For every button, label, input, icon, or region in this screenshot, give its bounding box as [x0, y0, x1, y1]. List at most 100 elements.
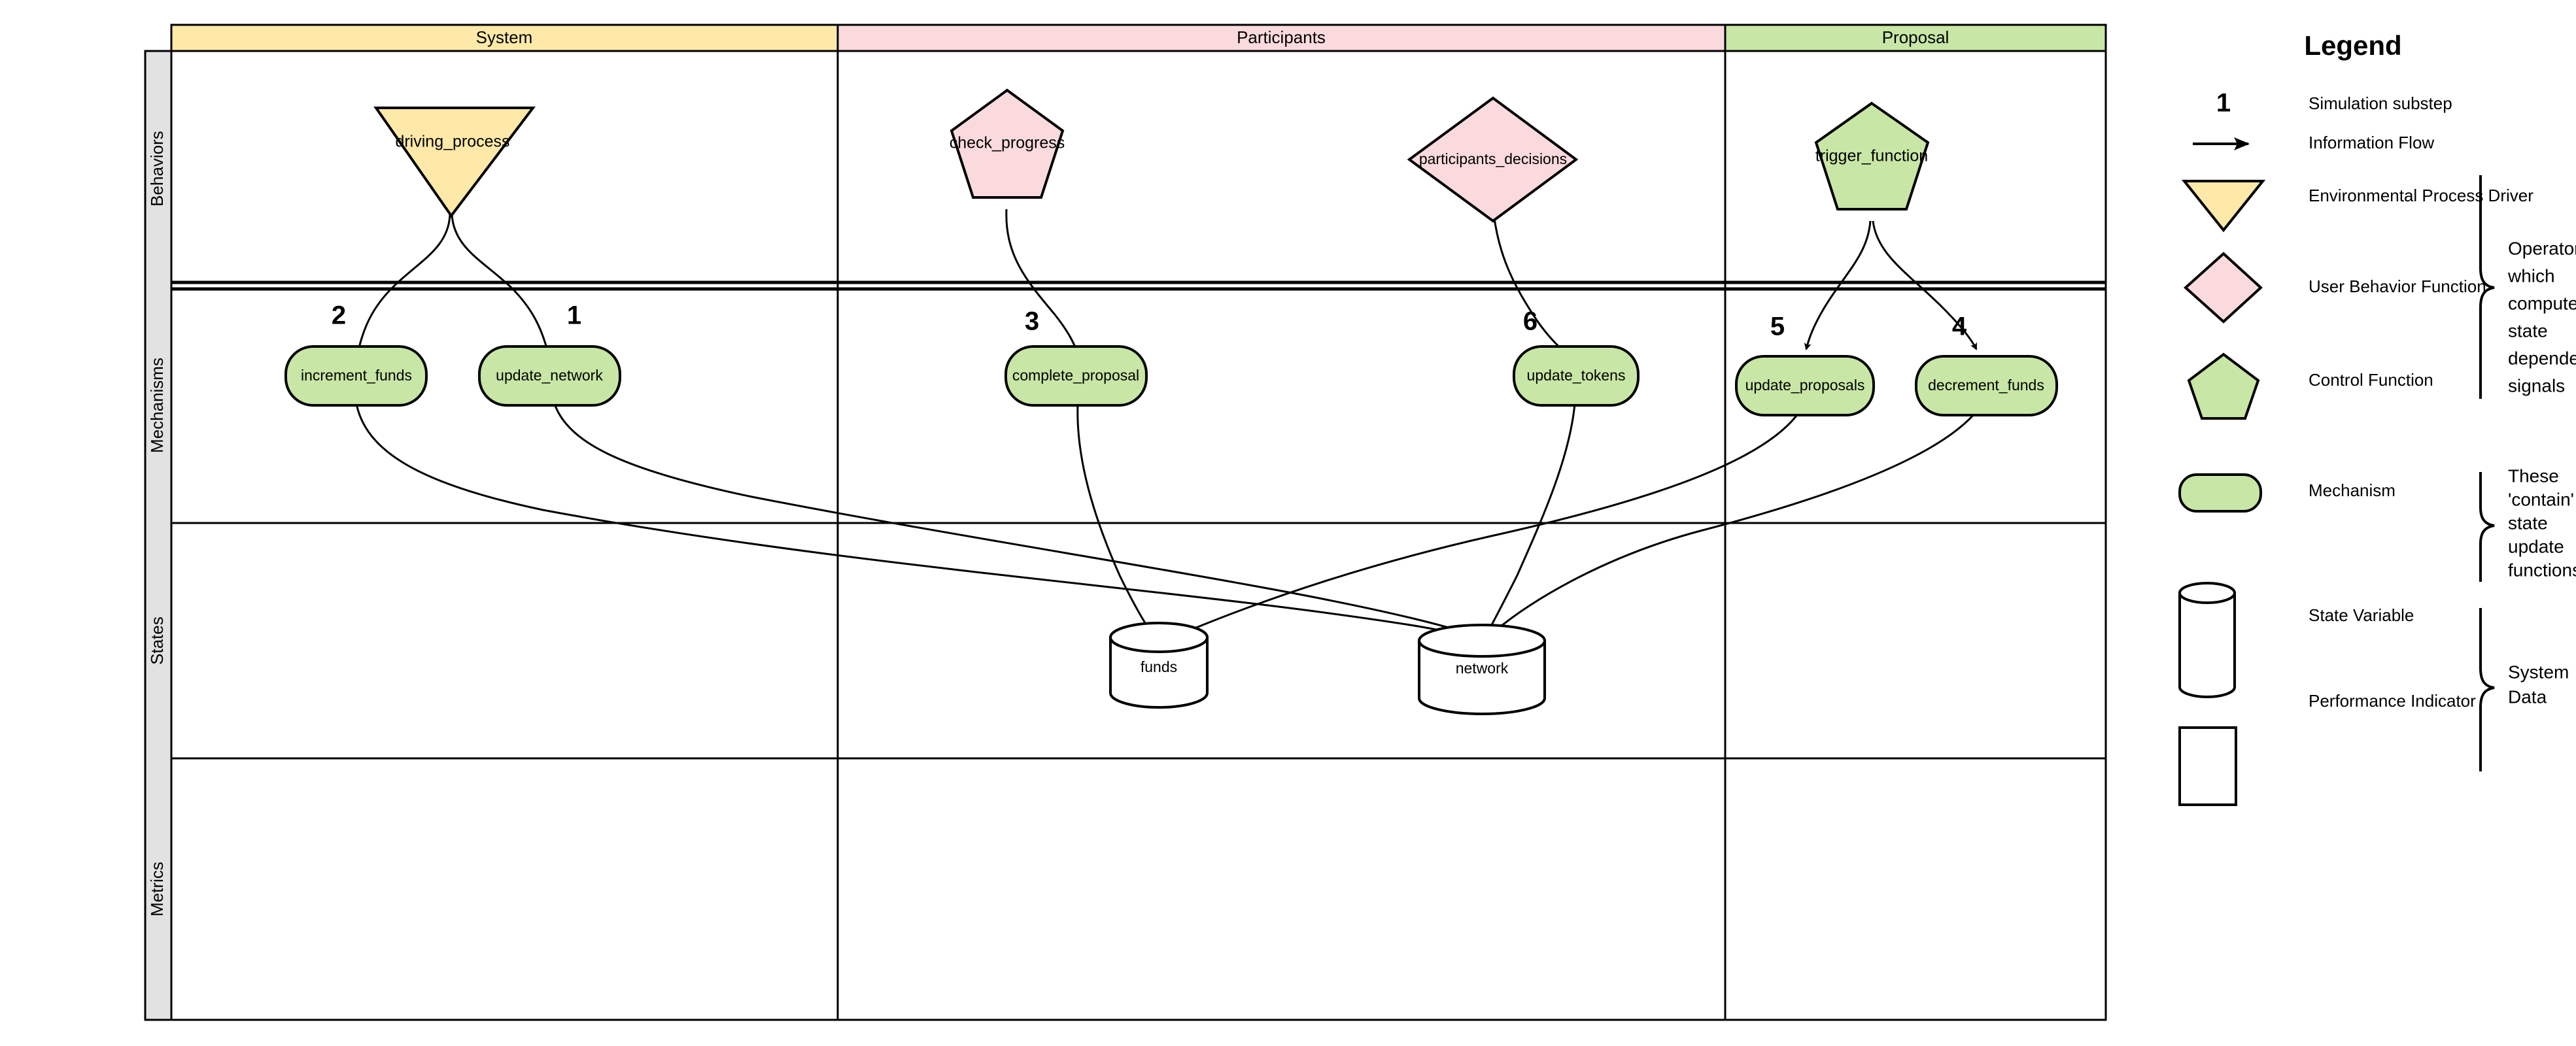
legend-title: Legend: [2304, 30, 2401, 61]
node-decrement-funds[interactable]: decrement_funds 4: [1915, 312, 2058, 416]
node-network-label: network: [1456, 660, 1509, 677]
row-label-column: Behaviors Mechanisms States Metrics: [144, 50, 173, 1021]
column-header-system-bg: [170, 24, 839, 52]
legend-label-performance-indicator: Performance Indicator: [2309, 691, 2476, 711]
legend: Legend 1 Simulation substep Information …: [2178, 30, 2576, 806]
substep-number-decrement-funds: 4: [1952, 312, 1967, 341]
node-update-network-label: update_network: [496, 367, 603, 384]
node-update-tokens[interactable]: update_tokens 6: [1513, 307, 1640, 407]
legend-brace-contain-line-1: 'contain': [2508, 489, 2574, 509]
legend-brace-operators: [2479, 175, 2495, 399]
edge-increment-funds-to-network: [355, 403, 1477, 643]
node-update-proposals[interactable]: update_proposals 5: [1735, 312, 1875, 416]
legend-glyph-rect-icon: [2178, 726, 2237, 806]
legend-brace-operators-line-1: which: [2507, 265, 2555, 286]
node-update-network[interactable]: update_network 1: [478, 301, 621, 407]
grid-outer-frame: [170, 50, 2107, 1021]
node-participants-decisions[interactable]: participants_decisions: [1407, 96, 1579, 223]
legend-glyph-cylinder-icon: [2178, 582, 2236, 698]
legend-label-control-function: Control Function: [2309, 370, 2433, 390]
column-header-system-label: System: [476, 27, 533, 47]
rounded-rect-shape[interactable]: [1735, 355, 1875, 416]
rounded-rect-shape[interactable]: [284, 345, 428, 407]
legend-label-information-flow: Information Flow: [2309, 133, 2434, 152]
legend-brace-contain-line-3: update: [2508, 536, 2564, 556]
legend-glyph-triangle-down-icon: [2181, 180, 2266, 233]
node-complete-proposal[interactable]: complete_proposal 3: [1005, 307, 1148, 407]
node-update-tokens-label: update_tokens: [1527, 367, 1626, 384]
edge-update-proposals-to-funds: [1158, 413, 1800, 645]
legend-brace-contain-line-0: These: [2508, 465, 2559, 486]
cylinder-top[interactable]: [1418, 624, 1546, 658]
legend-brace-operators-line-4: dependent: [2508, 348, 2576, 368]
legend-label-mechanism: Mechanism: [2309, 481, 2396, 500]
edge-check-progress-to-complete-proposal: [1005, 209, 1081, 360]
pentagon-shape[interactable]: [950, 88, 1065, 199]
edge-driving-process-to-update-network: [451, 214, 551, 354]
node-decrement-funds-label: decrement_funds: [1928, 377, 2044, 394]
column-headers: System Participants Proposal: [170, 24, 2107, 52]
substep-number-increment-funds: 2: [332, 301, 346, 330]
node-increment-funds-label: increment_funds: [301, 367, 412, 384]
legend-brace-system-data: [2479, 608, 2495, 771]
row-label-states: States: [147, 616, 167, 665]
node-driving-process[interactable]: driving_process: [373, 107, 536, 218]
legend-glyph-diamond-icon: [2184, 252, 2263, 324]
rounded-rect-shape[interactable]: [1915, 355, 2058, 416]
column-header-participants-label: Participants: [1237, 27, 1326, 47]
node-update-proposals-label: update_proposals: [1745, 377, 1865, 394]
node-driving-process-label: driving_process: [395, 133, 509, 151]
legend-brace-operators-line-3: state: [2508, 320, 2548, 341]
rounded-rect-shape[interactable]: [1005, 345, 1148, 407]
legend-brace-contain-line-4: functions: [2508, 560, 2576, 580]
node-complete-proposal-label: complete_proposal: [1012, 367, 1139, 384]
node-check-progress[interactable]: check_progress: [950, 88, 1065, 199]
legend-brace-system-data-line-1: Data: [2508, 686, 2547, 707]
legend-brace-system-data-line-0: System: [2508, 662, 2569, 682]
legend-brace-contain-line-2: state: [2508, 513, 2548, 533]
column-header-proposal-label: Proposal: [1882, 27, 1949, 47]
edges-mechanisms-to-states: [355, 403, 1976, 646]
edge-participants-decisions-to-update-tokens: [1490, 193, 1574, 362]
legend-label-user-behavior-function: User Behavior Function: [2309, 277, 2486, 296]
node-participants-decisions-label: participants_decisions: [1419, 150, 1567, 167]
node-funds[interactable]: funds: [1109, 622, 1209, 709]
substep-number-update-proposals: 5: [1770, 312, 1785, 341]
legend-brace-contain: [2479, 472, 2495, 582]
edge-driving-process-to-increment-funds: [355, 214, 451, 354]
grid-lines: [170, 50, 2107, 1021]
substep-number-update-network: 1: [567, 301, 581, 330]
node-increment-funds[interactable]: increment_funds 2: [284, 301, 428, 407]
row-label-behaviors: Behaviors: [147, 131, 167, 207]
node-trigger-function[interactable]: trigger_function: [1814, 101, 1930, 211]
legend-glyph-rounded-rect-icon: [2178, 473, 2262, 513]
legend-brace-operators-line-0: Operators: [2508, 238, 2576, 258]
triangle-down-shape[interactable]: [373, 107, 536, 218]
legend-label-simulation-substep: Simulation substep: [2309, 93, 2452, 113]
edges-behaviors-to-mechanisms: [355, 193, 1978, 362]
edge-trigger-function-to-update-proposals: [1804, 220, 1872, 350]
cylinder-top[interactable]: [1109, 622, 1209, 653]
legend-label-environmental-process-driver: Environmental Process Driver: [2309, 186, 2533, 205]
substep-number-complete-proposal: 3: [1025, 307, 1039, 336]
cylinder-body[interactable]: [1418, 639, 1546, 715]
cylinder-body[interactable]: [1109, 636, 1209, 709]
rounded-rect-shape[interactable]: [1513, 345, 1640, 407]
node-funds-label: funds: [1141, 658, 1177, 675]
legend-brace-operators-line-5: signals: [2508, 375, 2565, 396]
diamond-shape[interactable]: [1407, 96, 1579, 223]
legend-glyph-pentagon-icon: [2187, 352, 2260, 420]
legend-glyph-simulation-substep: 1: [2216, 89, 2231, 118]
node-network[interactable]: network: [1418, 624, 1546, 715]
row-label-metrics: Metrics: [147, 862, 167, 917]
node-trigger-function-label: trigger_function: [1815, 147, 1928, 165]
edge-trigger-function-to-decrement-funds: [1872, 220, 1978, 350]
legend-label-state-variable: State Variable: [2309, 605, 2414, 625]
substep-number-update-tokens: 6: [1523, 307, 1537, 336]
node-check-progress-label: check_progress: [950, 134, 1065, 152]
pentagon-shape[interactable]: [1814, 101, 1930, 211]
rounded-rect-shape[interactable]: [478, 345, 621, 407]
